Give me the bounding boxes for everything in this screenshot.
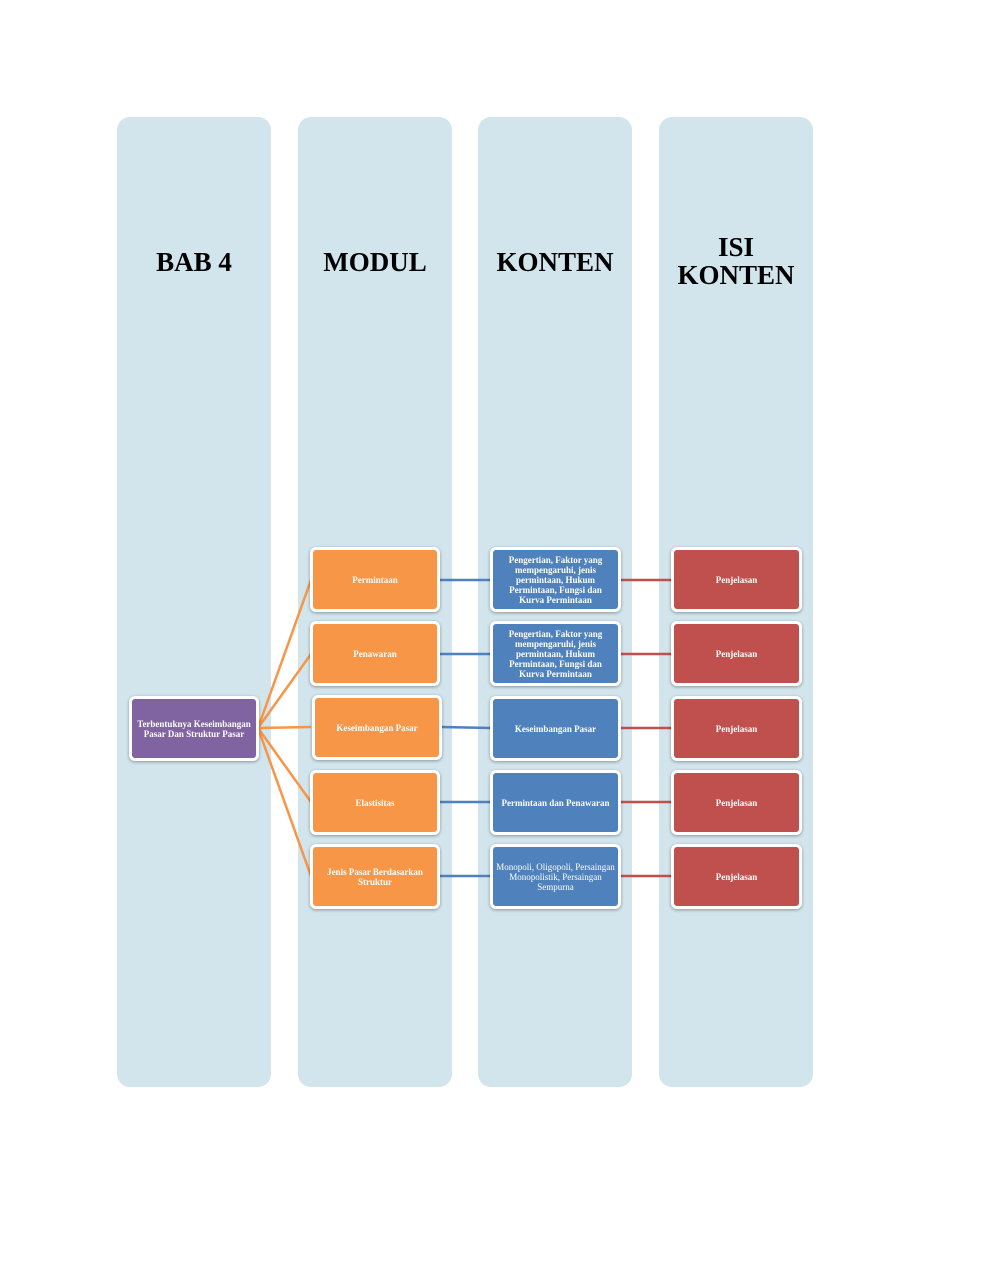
detail-node-4: Penjelasan	[671, 770, 802, 835]
content-node-1: Pengertian, Faktor yang mempengaruhi, je…	[490, 547, 621, 612]
content-detail-connectors	[620, 578, 672, 878]
content-node-3: Keseimbangan Pasar	[490, 696, 621, 761]
detail-node-5: Penjelasan	[671, 844, 802, 909]
module-node-penawaran: Penawaran	[310, 621, 440, 686]
connector-root-module-1	[256, 579, 313, 729]
detail-node-2: Penjelasan	[671, 621, 802, 686]
detail-node-3: Penjelasan	[671, 696, 802, 761]
content-node-4: Permintaan dan Penawaran	[490, 770, 621, 835]
lane-title-modul: MODUL	[323, 247, 427, 277]
lane-title-isi-konten: ISI KONTEN	[677, 232, 795, 290]
connector-root-module-5	[256, 727, 313, 877]
connector-root-module-3	[257, 725, 312, 730]
module-content-connectors	[439, 578, 492, 878]
lane-title-konten: KONTEN	[496, 247, 614, 277]
lane-bab: BAB 4	[117, 117, 271, 1087]
lane-title-bab: BAB 4	[156, 247, 232, 277]
connector-root-module-4	[256, 727, 313, 803]
module-node-elastisitas: Elastisitas	[310, 770, 440, 835]
content-node-5: Monopoli, Oligopoli, Persaingan Monopoli…	[490, 844, 621, 909]
module-node-keseimbangan-pasar: Keseimbangan Pasar	[312, 695, 442, 760]
root-node: Terbentuknya Keseimbangan Pasar Dan Stru…	[129, 696, 259, 761]
content-node-2: Pengertian, Faktor yang mempengaruhi, je…	[490, 621, 621, 686]
module-node-permintaan: Permintaan	[310, 547, 440, 612]
connector-module-content-3	[440, 725, 492, 730]
connector-root-module-2	[256, 653, 313, 729]
root-module-connectors	[256, 579, 313, 877]
detail-node-1: Penjelasan	[671, 547, 802, 612]
module-node-jenis-pasar: Jenis Pasar Berdasarkan Struktur	[310, 844, 440, 909]
